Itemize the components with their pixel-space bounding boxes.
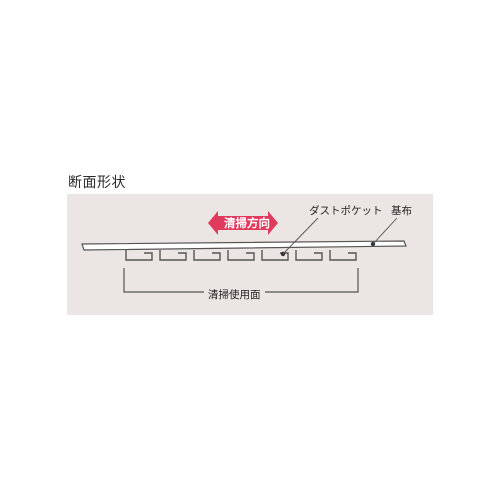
base-fabric-leader (372, 217, 398, 245)
base-fabric-label: 基布 (391, 205, 412, 217)
cross-section-fins (125, 250, 357, 261)
section-title: 断面形状 (68, 175, 126, 191)
dust-pocket-leader (282, 217, 319, 255)
fin (261, 250, 289, 261)
cleaning-direction-arrow (208, 211, 278, 235)
fin (159, 250, 187, 261)
fin (329, 250, 357, 261)
cleaning-surface-label: 清掃使用面 (204, 287, 265, 302)
fin (227, 250, 255, 261)
base-fabric-plate (81, 240, 407, 251)
dust-pocket-label: ダストポケット (309, 205, 383, 217)
fin (295, 250, 323, 261)
cleaning-direction-label: 清掃方向 (224, 216, 270, 230)
fin (125, 250, 153, 261)
fin (193, 250, 221, 261)
